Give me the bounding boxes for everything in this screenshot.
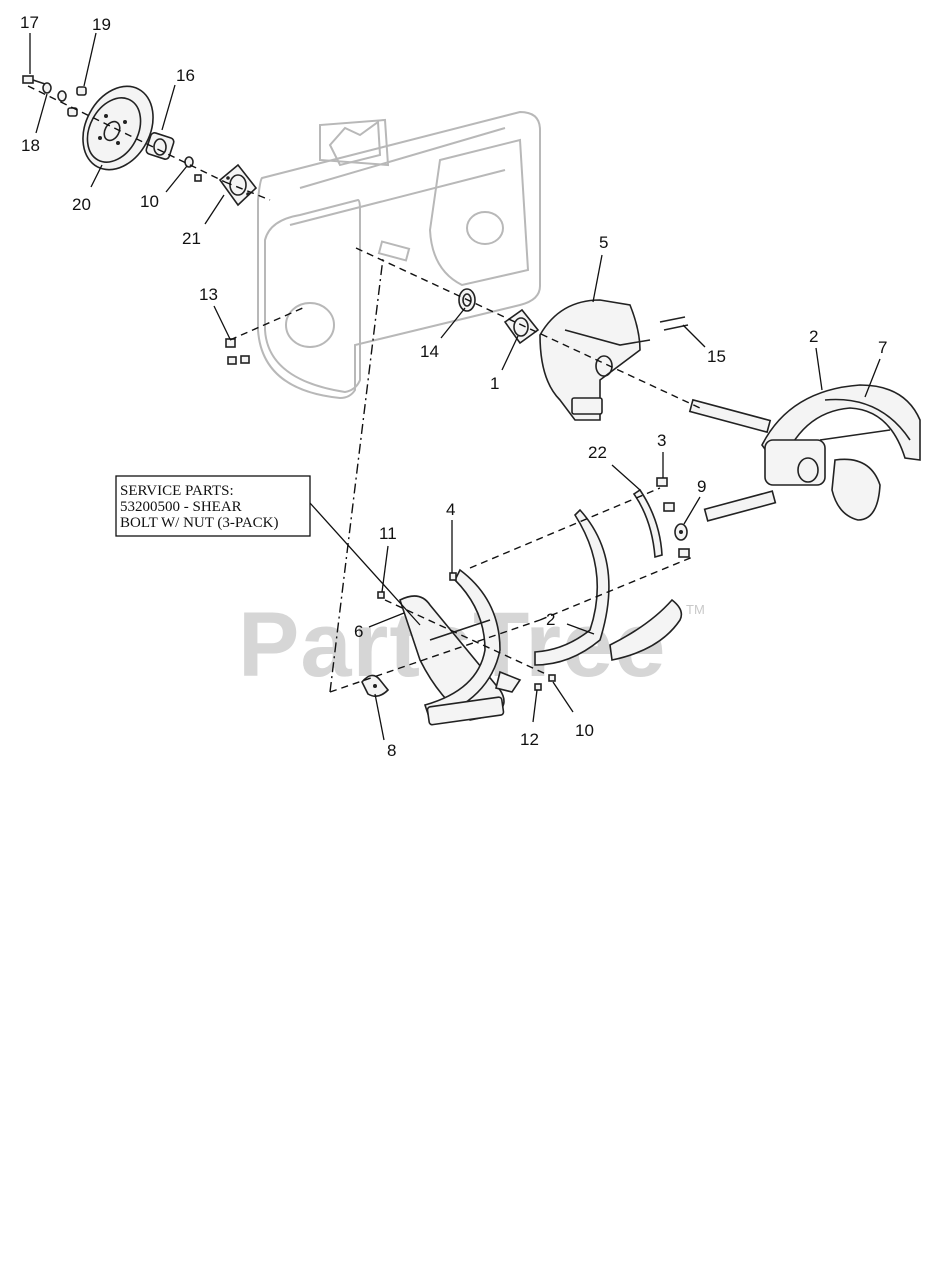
auger-flight-2	[534, 508, 683, 666]
washer-9	[674, 523, 688, 541]
callout-3: 3	[657, 431, 666, 450]
callout-9: 9	[697, 477, 706, 496]
auger-6	[399, 568, 522, 726]
pins-15	[659, 316, 689, 331]
bolt-10a	[184, 156, 202, 182]
callout-11: 11	[379, 524, 397, 543]
service-note-line-3: BOLT W/ NUT (3-PACK)	[120, 515, 279, 531]
callout-8: 8	[387, 741, 396, 760]
washer-18	[42, 82, 67, 102]
callout-2b: 2	[546, 610, 555, 629]
callout-12: 12	[520, 730, 539, 749]
nut-12	[534, 683, 542, 691]
auger-flight-22	[632, 488, 663, 559]
callout-21: 21	[182, 229, 201, 248]
callout-1: 1	[490, 374, 499, 393]
shear-bolt-4	[449, 572, 457, 581]
shear-bolt-11	[377, 591, 385, 599]
gearbox-housing-5	[539, 299, 651, 421]
callout-5: 5	[599, 233, 608, 252]
callout-18: 18	[21, 136, 40, 155]
bearing-flange-21	[218, 163, 258, 207]
callout-10a: 10	[140, 192, 159, 211]
hub-16	[145, 132, 175, 160]
flange-1	[503, 308, 540, 345]
callout-2a: 2	[809, 327, 818, 346]
service-note-line-1: SERVICE PARTS:	[120, 483, 234, 499]
callout-10b: 10	[575, 721, 594, 740]
bearing-8	[361, 674, 390, 698]
nut-10b	[548, 674, 556, 682]
callout-20: 20	[72, 195, 91, 214]
callout-17: 17	[20, 13, 39, 32]
pulley-20	[82, 85, 154, 171]
nut-19	[67, 86, 87, 117]
callout-13: 13	[199, 285, 218, 304]
auger-housing	[257, 110, 541, 400]
callout-6: 6	[354, 622, 363, 641]
service-note-box: SERVICE PARTS: 53200500 - SHEAR BOLT W/ …	[115, 475, 421, 626]
service-note-line-2: 53200500 - SHEAR	[120, 499, 242, 515]
bolt-13	[225, 338, 250, 365]
callout-19: 19	[92, 15, 111, 34]
watermark-trademark: TM	[686, 602, 705, 617]
assembly-lines	[27, 85, 701, 693]
callout-14: 14	[420, 342, 439, 361]
callout-7: 7	[878, 338, 887, 357]
leader-lines	[29, 32, 881, 741]
callout-16: 16	[176, 66, 195, 85]
bolt-17	[22, 75, 46, 85]
callout-4: 4	[446, 500, 455, 519]
auger-assembly-upper	[688, 384, 921, 522]
bolt-3	[656, 477, 690, 558]
callout-22: 22	[588, 443, 607, 462]
callouts: 17 19 16 18 20 10 21 13 14 1 5 15 2 7 3 …	[20, 13, 887, 760]
callout-15: 15	[707, 347, 726, 366]
